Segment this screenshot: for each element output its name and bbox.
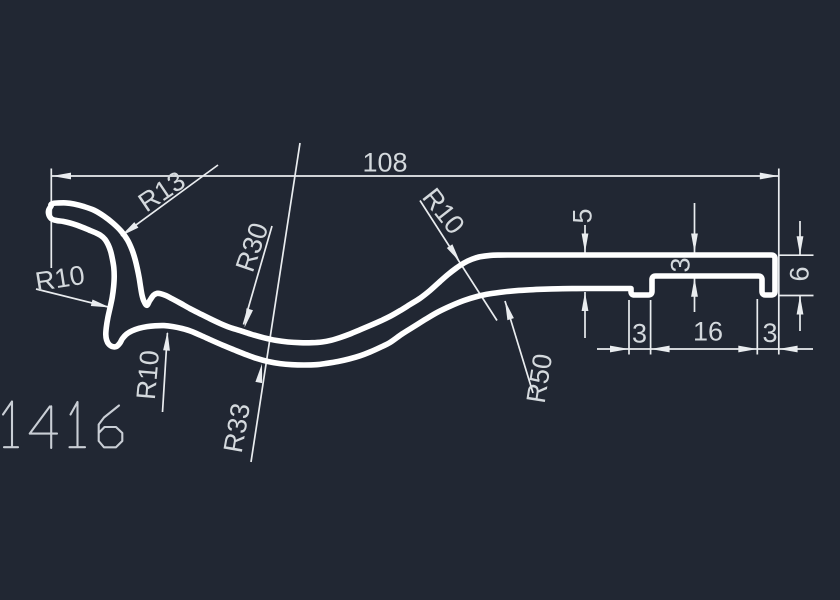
svg-text:R10: R10	[131, 349, 165, 401]
svg-text:108: 108	[362, 147, 407, 177]
svg-text:3: 3	[632, 318, 647, 348]
svg-text:6: 6	[784, 266, 814, 281]
svg-text:16: 16	[693, 316, 723, 346]
svg-text:3: 3	[762, 318, 777, 348]
svg-text:5: 5	[567, 208, 597, 223]
svg-text:3: 3	[665, 257, 695, 272]
